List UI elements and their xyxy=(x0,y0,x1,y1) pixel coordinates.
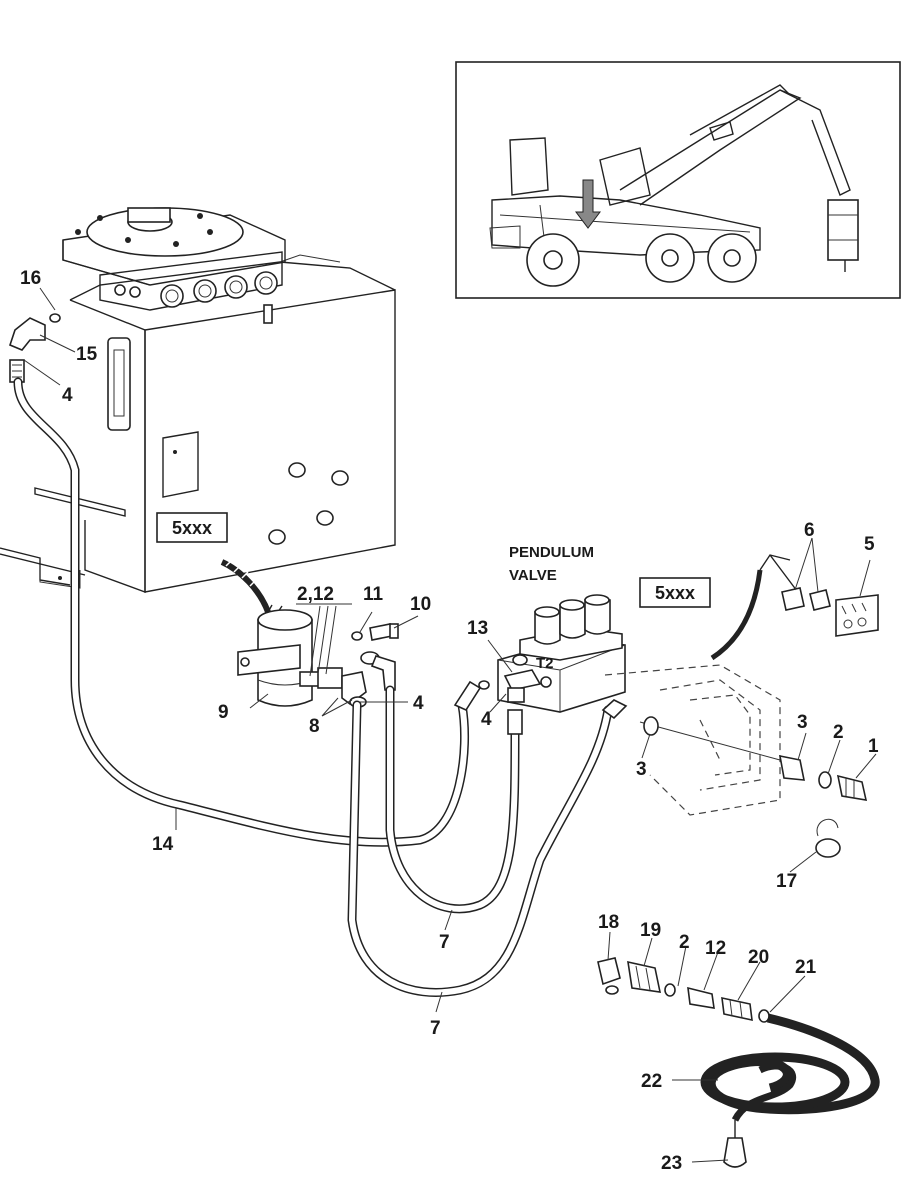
box-left-label: 5xxx xyxy=(172,518,212,538)
filter-assembly xyxy=(220,559,399,708)
label-4-tank: 4 xyxy=(62,385,73,406)
label-17: 17 xyxy=(776,871,797,892)
part-number-labels: 16 15 4 5 6 2,12 11 10 13 T2 9 8 4 4 3 3… xyxy=(20,268,879,1174)
label-20: 20 xyxy=(748,947,769,968)
hose-7-lower xyxy=(347,700,613,997)
label-6: 6 xyxy=(804,520,815,541)
label-13: 13 xyxy=(467,618,488,639)
label-22: 22 xyxy=(641,1071,662,1092)
label-2-lower: 2 xyxy=(679,932,690,953)
mounting-bracket-outline xyxy=(604,664,781,816)
hose-14 xyxy=(13,377,470,847)
quick-coupler-assembly xyxy=(597,957,770,1023)
label-16: 16 xyxy=(20,268,41,289)
reference-box-right: 5xxx xyxy=(639,577,711,608)
label-8: 8 xyxy=(309,716,320,737)
label-4-valve: 4 xyxy=(481,709,492,730)
label-3-left: 3 xyxy=(636,759,647,780)
leader-lines xyxy=(23,287,877,1163)
label-2-12: 2,12 xyxy=(297,584,334,605)
label-19: 19 xyxy=(640,920,661,941)
reference-box-left: 5xxx xyxy=(156,512,228,543)
label-2-right: 2 xyxy=(833,722,844,743)
coiled-hose-22 xyxy=(700,1013,880,1168)
pendulum-label-line1: PENDULUM xyxy=(509,544,594,561)
label-12: 12 xyxy=(705,938,726,959)
hydraulic-tank xyxy=(0,207,396,594)
electrical-parts xyxy=(710,554,879,661)
label-10: 10 xyxy=(410,594,431,615)
label-18: 18 xyxy=(598,912,619,933)
label-7-lower: 7 xyxy=(430,1018,441,1039)
pendulum-label-line2: VALVE xyxy=(509,567,557,584)
label-5: 5 xyxy=(864,534,875,555)
label-t2: T2 xyxy=(536,655,554,672)
label-21: 21 xyxy=(795,957,817,978)
machine-inset xyxy=(455,61,901,299)
label-14: 14 xyxy=(152,834,174,855)
connector-chain xyxy=(639,716,868,858)
label-23: 23 xyxy=(661,1153,682,1174)
label-4-filter: 4 xyxy=(413,693,424,714)
pendulum-valve xyxy=(497,594,626,713)
label-3-right: 3 xyxy=(797,712,808,733)
label-9: 9 xyxy=(218,702,229,723)
elbow-fitting-group xyxy=(9,313,61,383)
label-7-upper: 7 xyxy=(439,932,450,953)
hose-7-upper xyxy=(385,685,520,914)
label-15: 15 xyxy=(76,344,98,365)
label-11: 11 xyxy=(363,584,384,605)
label-1: 1 xyxy=(868,736,879,757)
hose-end-fittings xyxy=(453,680,628,735)
box-right-label: 5xxx xyxy=(655,583,695,603)
